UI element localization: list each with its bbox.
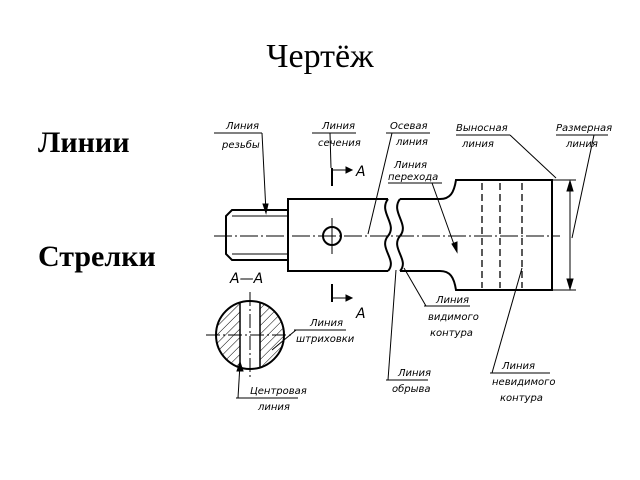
shaft-body [287, 198, 388, 272]
svg-text:линия: линия [461, 139, 494, 150]
svg-text:Линия: Линия [501, 361, 535, 372]
shaft-body-right [400, 179, 553, 291]
section-name: А—А [229, 271, 263, 287]
svg-text:Линия: Линия [309, 318, 343, 329]
label-hidden-contour: Линия невидимого контура [492, 361, 556, 404]
label-section-line: Линия сечения [318, 121, 361, 149]
thread-lines [232, 215, 288, 255]
label-extension: Выносная линия [456, 123, 508, 150]
break-line-left [384, 198, 392, 272]
svg-text:сечения: сечения [318, 138, 361, 149]
shaft-part [225, 179, 553, 291]
threaded-end [225, 209, 288, 261]
svg-text:контура: контура [430, 328, 473, 339]
svg-text:Линия: Линия [225, 121, 259, 132]
svg-text:Линия: Линия [397, 368, 431, 379]
label-axial: Осевая линия [390, 121, 428, 148]
svg-text:линия: линия [565, 139, 598, 150]
svg-text:видимого: видимого [428, 312, 479, 323]
svg-text:линия: линия [395, 137, 428, 148]
arrows-heading: Стрелки [38, 240, 156, 273]
svg-text:Размерная: Размерная [556, 123, 612, 134]
lines-heading: Линии [38, 126, 130, 159]
label-center: Центровая линия [250, 386, 307, 413]
svg-text:Выносная: Выносная [456, 123, 508, 134]
label-break: Линия обрыва [392, 368, 431, 395]
section-markers [331, 166, 354, 302]
leader-lines [214, 132, 608, 399]
svg-text:Линия: Линия [435, 295, 469, 306]
label-hatching: Линия штриховки [296, 318, 355, 345]
svg-text:перехода: перехода [388, 172, 438, 183]
section-letter-bottom: А [355, 306, 366, 322]
svg-text:невидимого: невидимого [492, 377, 556, 388]
svg-text:контура: контура [500, 393, 543, 404]
svg-text:Осевая: Осевая [390, 121, 428, 132]
label-transition: Линия перехода [388, 160, 438, 183]
label-thread: Линия резьбы [221, 121, 260, 151]
svg-text:Линия: Линия [393, 160, 427, 171]
svg-text:обрыва: обрыва [392, 383, 431, 395]
break-line-right [396, 198, 404, 272]
hidden-contour-lines [481, 183, 523, 288]
section-view [206, 292, 294, 378]
section-letter-top: А [355, 164, 366, 180]
svg-text:штриховки: штриховки [296, 334, 355, 345]
svg-text:Линия: Линия [321, 121, 355, 132]
svg-text:резьбы: резьбы [221, 139, 260, 151]
dimension-group [552, 179, 576, 291]
svg-text:Центровая: Центровая [250, 386, 307, 397]
page-title: Чертёж [266, 38, 374, 75]
label-visible-contour: Линия видимого контура [428, 295, 479, 339]
label-dimension: Размерная линия [556, 123, 612, 150]
svg-text:линия: линия [257, 402, 290, 413]
